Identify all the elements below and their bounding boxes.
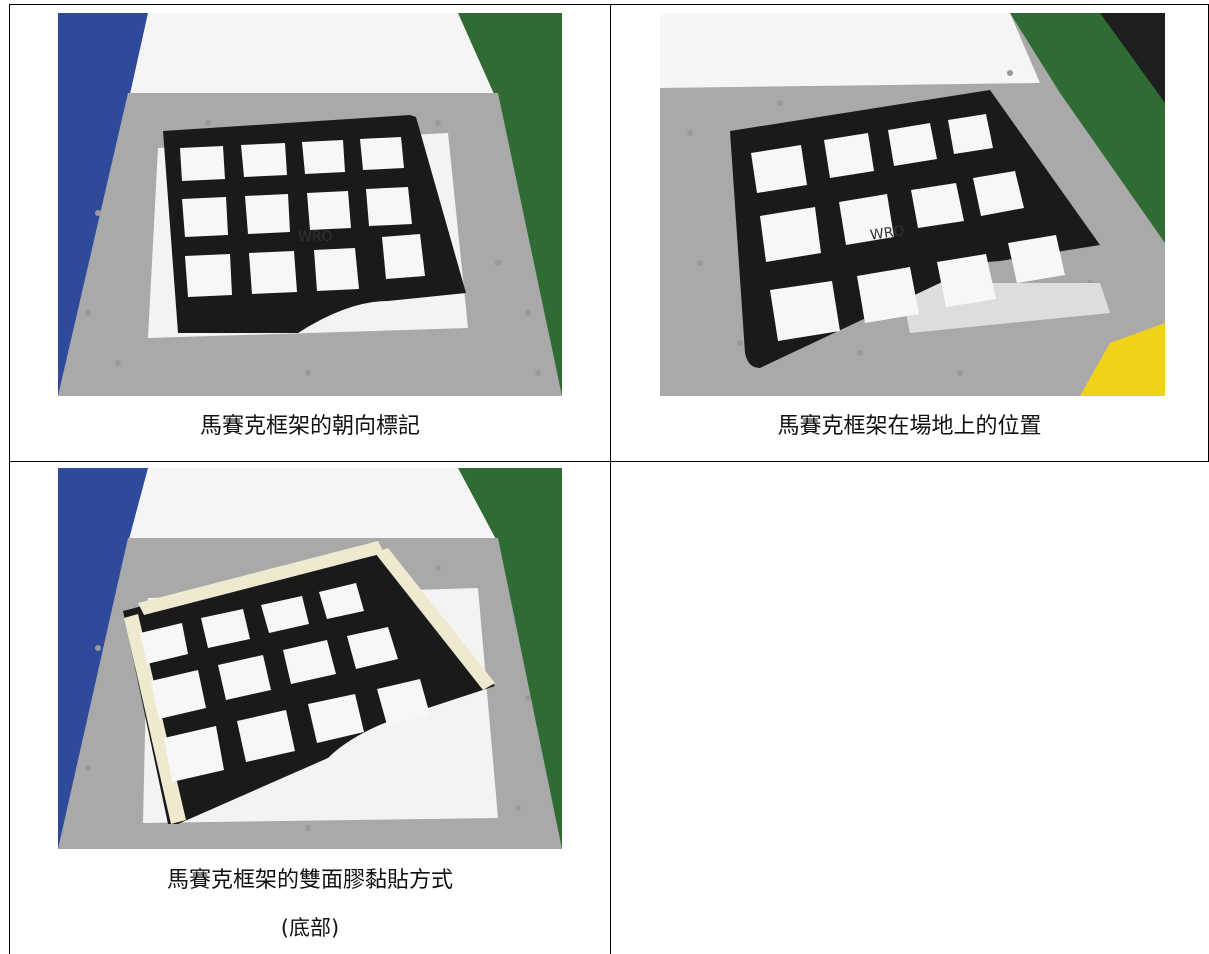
caption-orientation-mark: 馬賽克框架的朝向標記: [199, 414, 420, 439]
photo-double-sided-tape: [58, 468, 562, 849]
table-cell-4-empty: [610, 461, 1209, 954]
caption-tape-method: 馬賽克框架的雙面膠黏貼方式: [166, 868, 453, 893]
engraving-text: WRO: [298, 229, 333, 245]
caption-position-on-field: 馬賽克框架在場地上的位置: [777, 414, 1042, 439]
svg-text:WRO: WRO: [869, 223, 905, 244]
photo-position-on-field: WRO: [660, 13, 1165, 396]
caption-tape-bottom: (底部): [280, 916, 340, 940]
photo-orientation-mark: WRO: [58, 13, 562, 396]
